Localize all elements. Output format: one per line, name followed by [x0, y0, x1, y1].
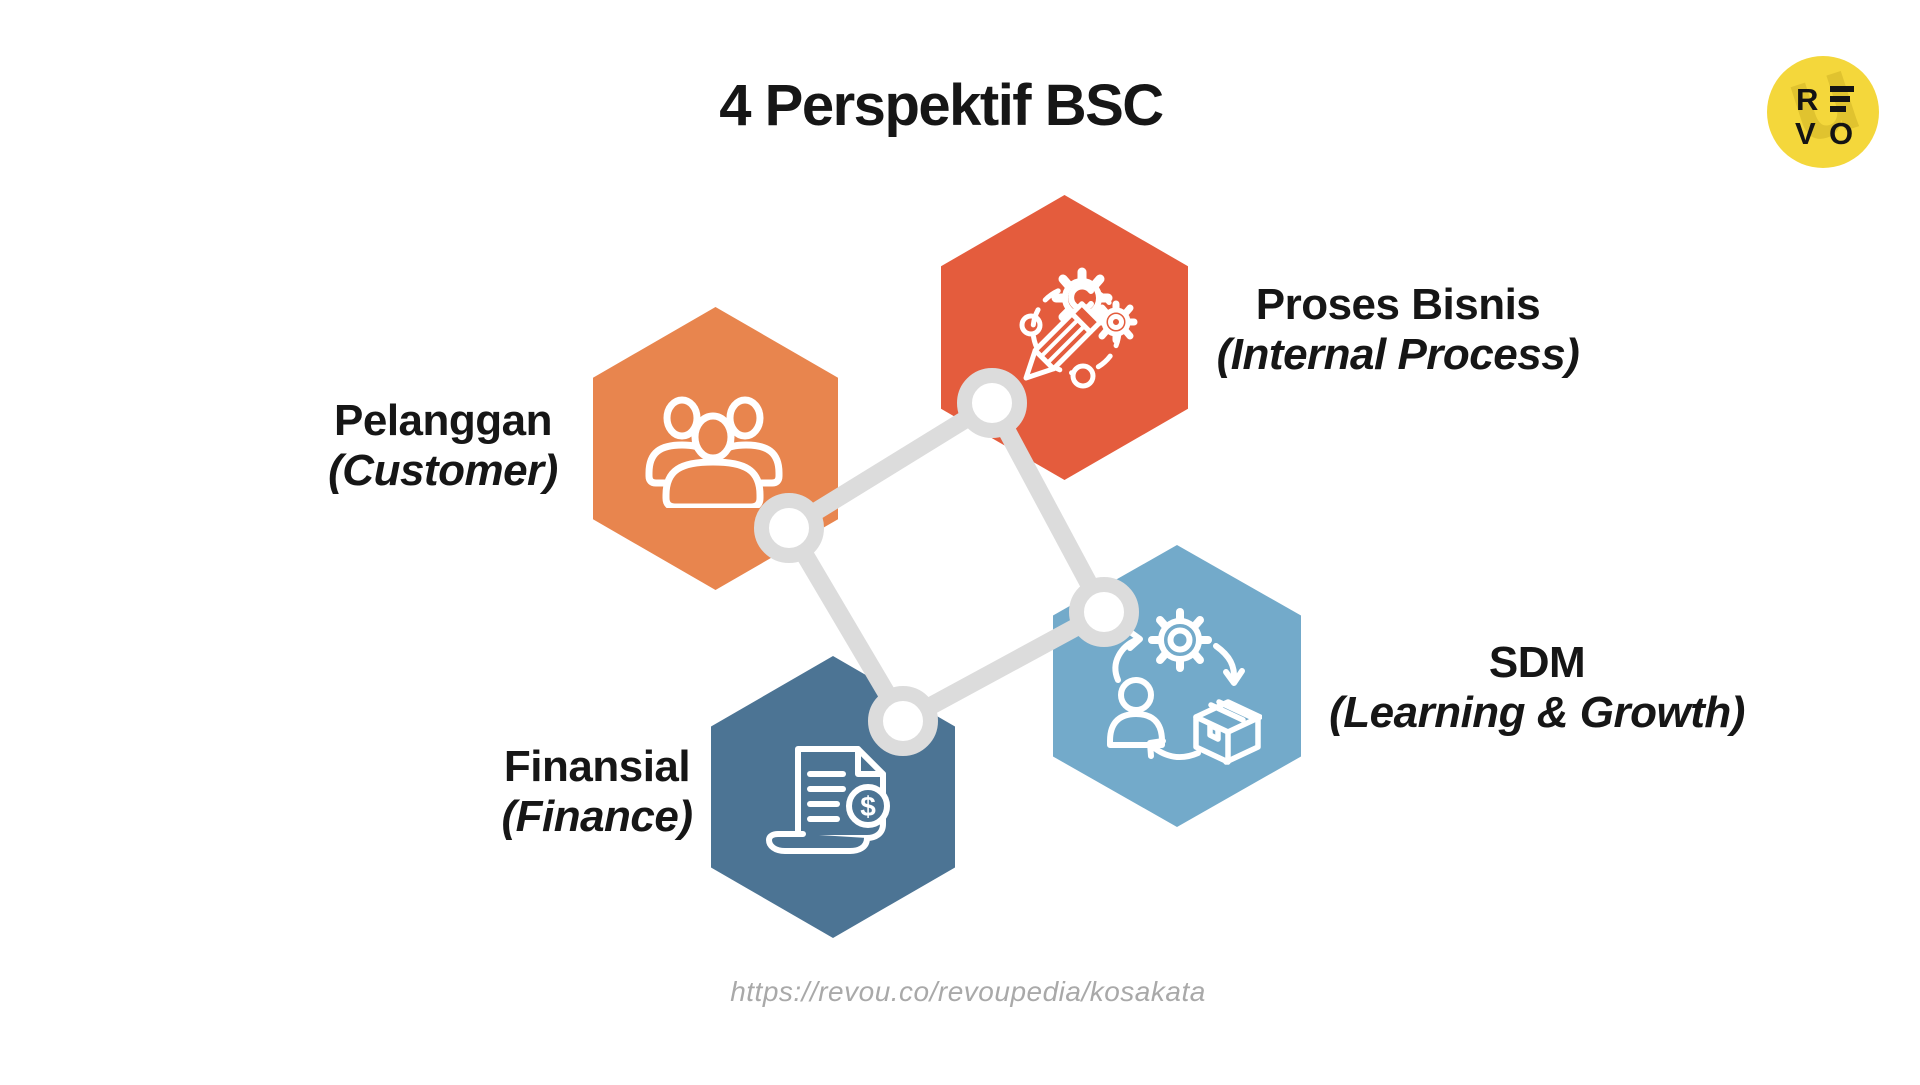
- label-finance-name: Finansial: [503, 742, 691, 791]
- label-internal-process-name: Proses Bisnis: [1255, 280, 1541, 329]
- invoice-dollar-icon: $: [763, 744, 900, 861]
- label-customer: Pelanggan (Customer): [243, 396, 643, 496]
- label-internal-process: Proses Bisnis (Internal Process): [1178, 280, 1618, 380]
- label-learning-growth-english: (Learning & Growth): [1329, 688, 1745, 737]
- logo-letter-r: R: [1796, 82, 1819, 117]
- logo-letter-e: [1830, 86, 1854, 116]
- label-finance: Finansial (Finance): [397, 742, 797, 842]
- page-title: 4 Perspektif BSC: [719, 73, 1164, 138]
- label-learning-growth: SDM (Learning & Growth): [1307, 638, 1767, 738]
- revou-logo: u R V O: [1767, 56, 1879, 168]
- label-internal-process-english: (Internal Process): [1216, 330, 1580, 379]
- logo-letter-v: V: [1795, 116, 1816, 151]
- dollar-glyph: $: [860, 791, 876, 822]
- label-finance-english: (Finance): [501, 792, 693, 841]
- source-url: https://revou.co/revoupedia/kosakata: [730, 976, 1206, 1007]
- hexagon-internal-process: [941, 195, 1188, 480]
- logo-watermark-u: u: [1771, 56, 1874, 168]
- logo-letter-o: O: [1829, 116, 1854, 151]
- person-gear-box-cycle-icon: [1098, 598, 1263, 765]
- gears-pencil-icon: [1014, 260, 1146, 392]
- label-learning-growth-name: SDM: [1488, 638, 1586, 687]
- label-customer-english: (Customer): [328, 446, 558, 495]
- hexagon-learning-growth: [1053, 545, 1301, 827]
- label-customer-name: Pelanggan: [334, 396, 553, 445]
- customer-group-icon: [642, 395, 785, 511]
